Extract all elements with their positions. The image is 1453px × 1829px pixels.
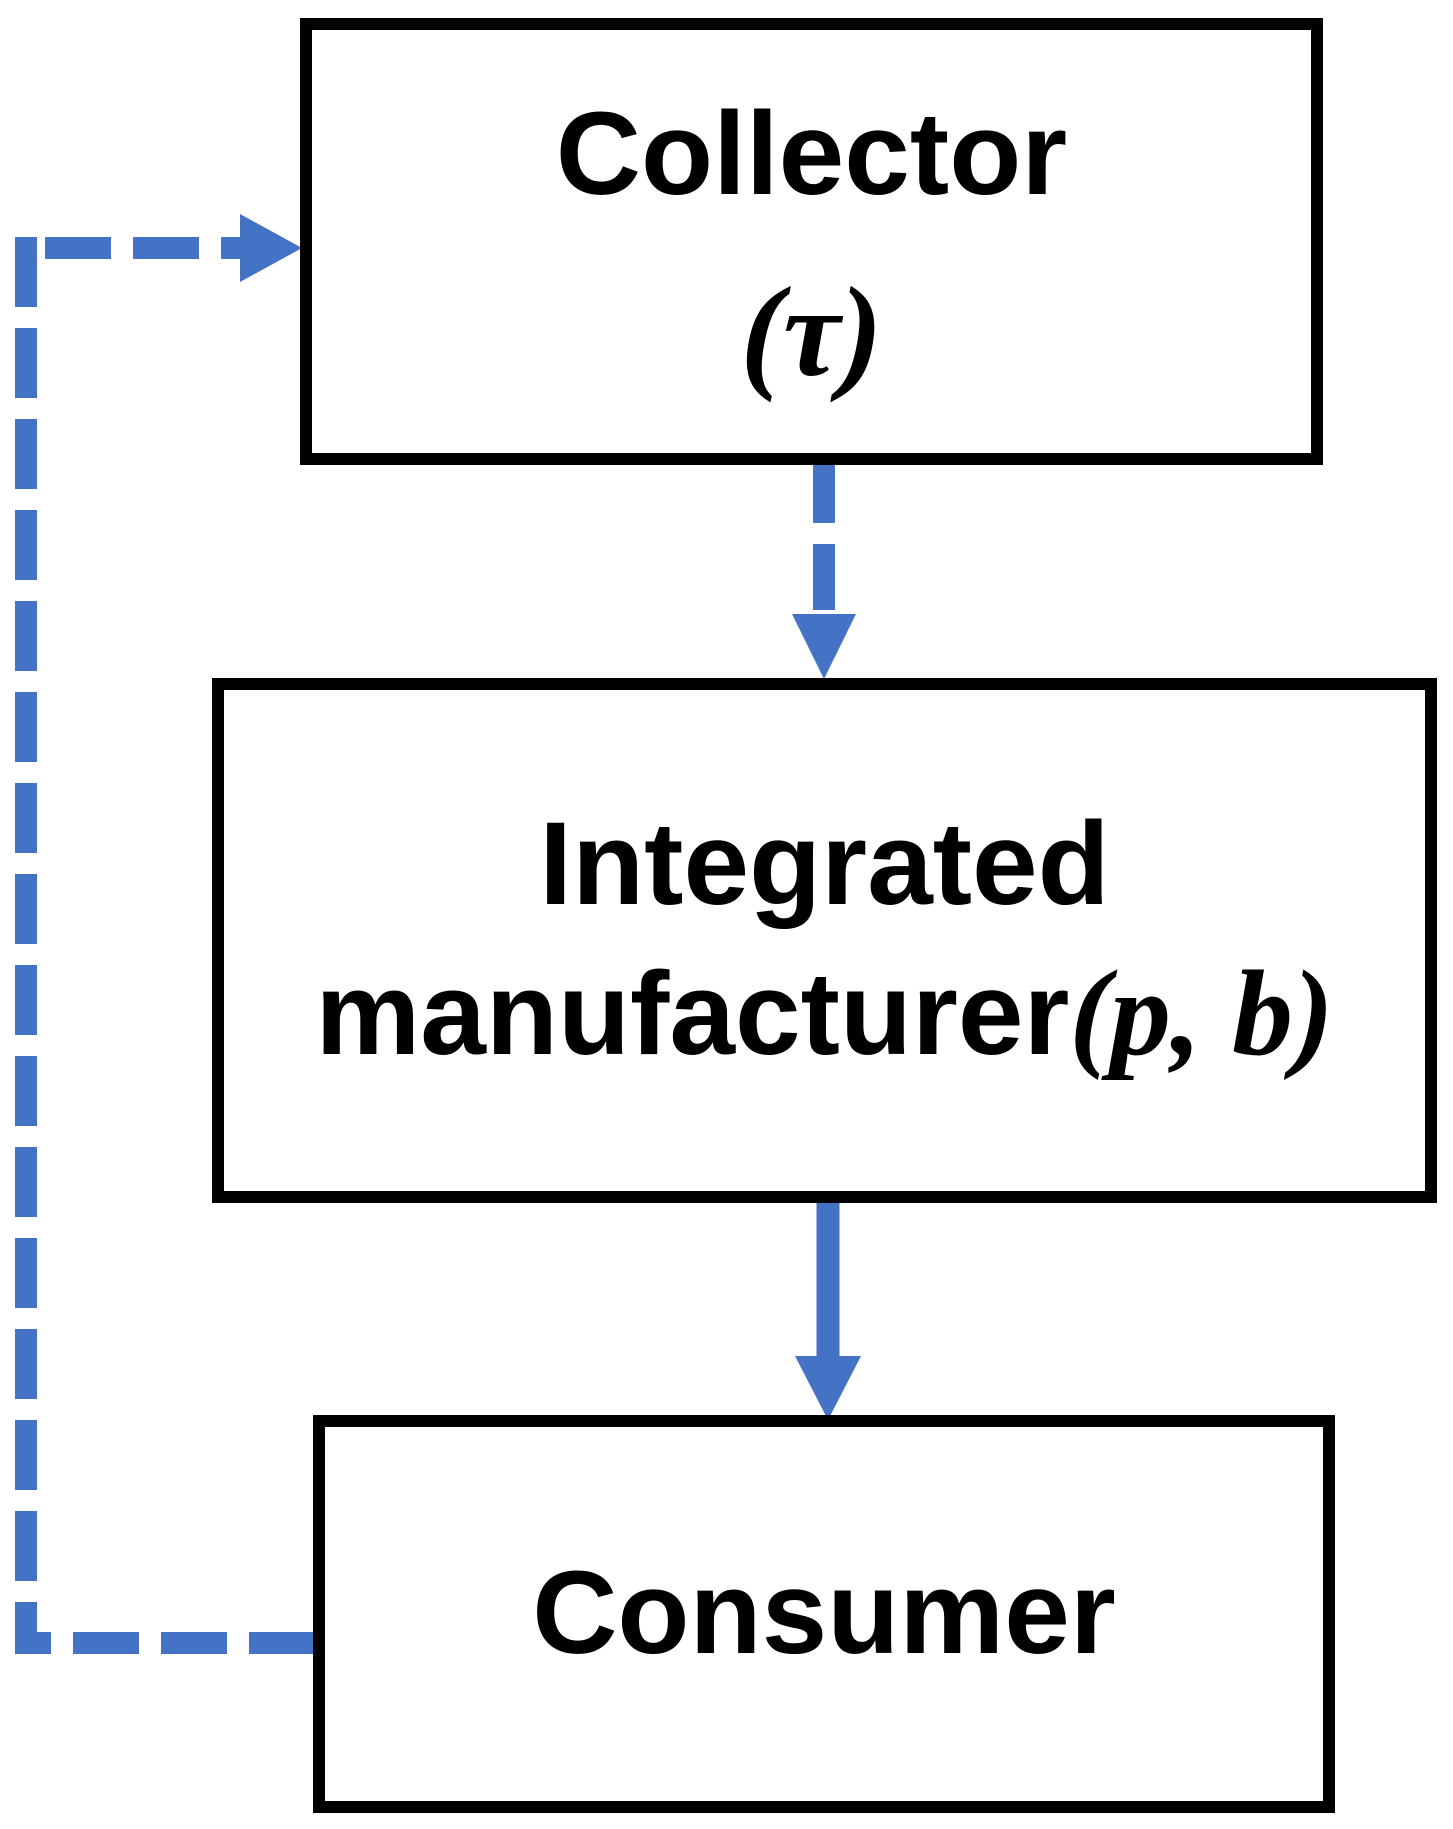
- collector-node: Collector (τ): [300, 18, 1323, 465]
- collector-param: (τ): [740, 261, 883, 404]
- manufacturer-title-line2-text: manufacturer: [315, 948, 1070, 1081]
- manufacturer-title-line1: Integrated: [539, 797, 1110, 930]
- manufacturer-node: Integrated manufacturer(p, b): [212, 678, 1437, 1203]
- manufacturer-title-line2: manufacturer(p, b): [315, 944, 1333, 1084]
- manufacturer-param: (p, b): [1069, 946, 1334, 1082]
- collector-to-manufacturer-dashed-arrow: [792, 457, 856, 679]
- dashed-down-arrowhead-icon: [792, 614, 856, 679]
- collector-title: Collector: [555, 87, 1068, 220]
- consumer-to-collector-dashed-arrow: [15, 214, 315, 1654]
- solid-down-arrowhead-icon: [795, 1356, 861, 1420]
- manufacturer-to-consumer-solid-arrow: [795, 1200, 861, 1420]
- consumer-node: Consumer: [313, 1415, 1335, 1813]
- feedback-arrowhead-icon: [240, 214, 302, 282]
- consumer-title: Consumer: [532, 1547, 1116, 1680]
